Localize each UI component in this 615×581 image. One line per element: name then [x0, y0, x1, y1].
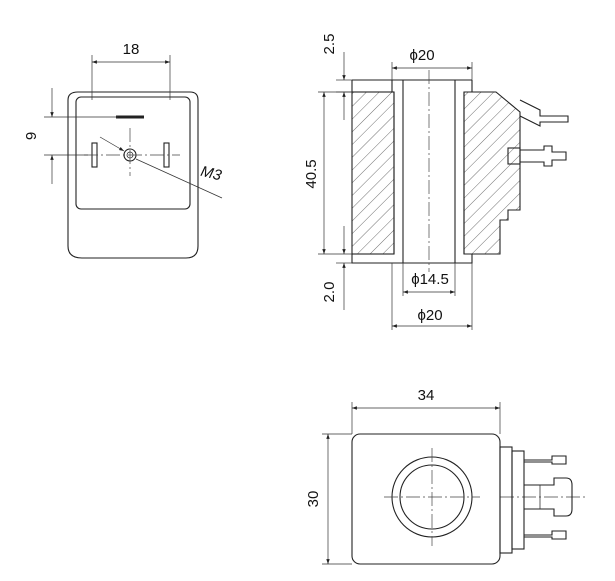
front-width-dim: 18 [123, 41, 140, 58]
top-view: 34 30 [305, 387, 585, 565]
top-width-dim: 34 [418, 387, 435, 404]
section-bottom-offset-dim: 2.0 [321, 282, 338, 303]
terminal-block [507, 147, 521, 165]
terminal-bottom-pin [524, 530, 567, 540]
section-bottom-bore-dim: ϕ20 [417, 307, 442, 324]
terminal-center-pin [524, 477, 573, 517]
terminal-housing [499, 446, 513, 554]
front-height-dim: 9 [23, 132, 40, 140]
section-top-offset-dim: 2.5 [321, 34, 338, 55]
left-wall-section [351, 91, 395, 255]
section-top-bore-dim: ϕ20 [409, 47, 434, 64]
front-thread-dim: M3 [199, 163, 224, 185]
terminal-top-pin [524, 455, 567, 465]
right-wall-section [463, 91, 521, 255]
front-view: 18 9 M3 [23, 41, 224, 259]
section-inner-bore-dim: ϕ14.5 [411, 271, 449, 288]
top-height-dim: 30 [305, 491, 322, 508]
terminal-housing-step [511, 450, 525, 550]
body-outline [351, 433, 501, 565]
coil-outline [67, 91, 199, 259]
terminal-top [519, 99, 569, 127]
section-height-dim: 40.5 [303, 159, 320, 188]
section-view: 2.5 ϕ20 40.5 2.0 ϕ14.5 ϕ20 [303, 34, 569, 330]
connector-face [75, 96, 191, 210]
terminal-mid [520, 145, 567, 167]
